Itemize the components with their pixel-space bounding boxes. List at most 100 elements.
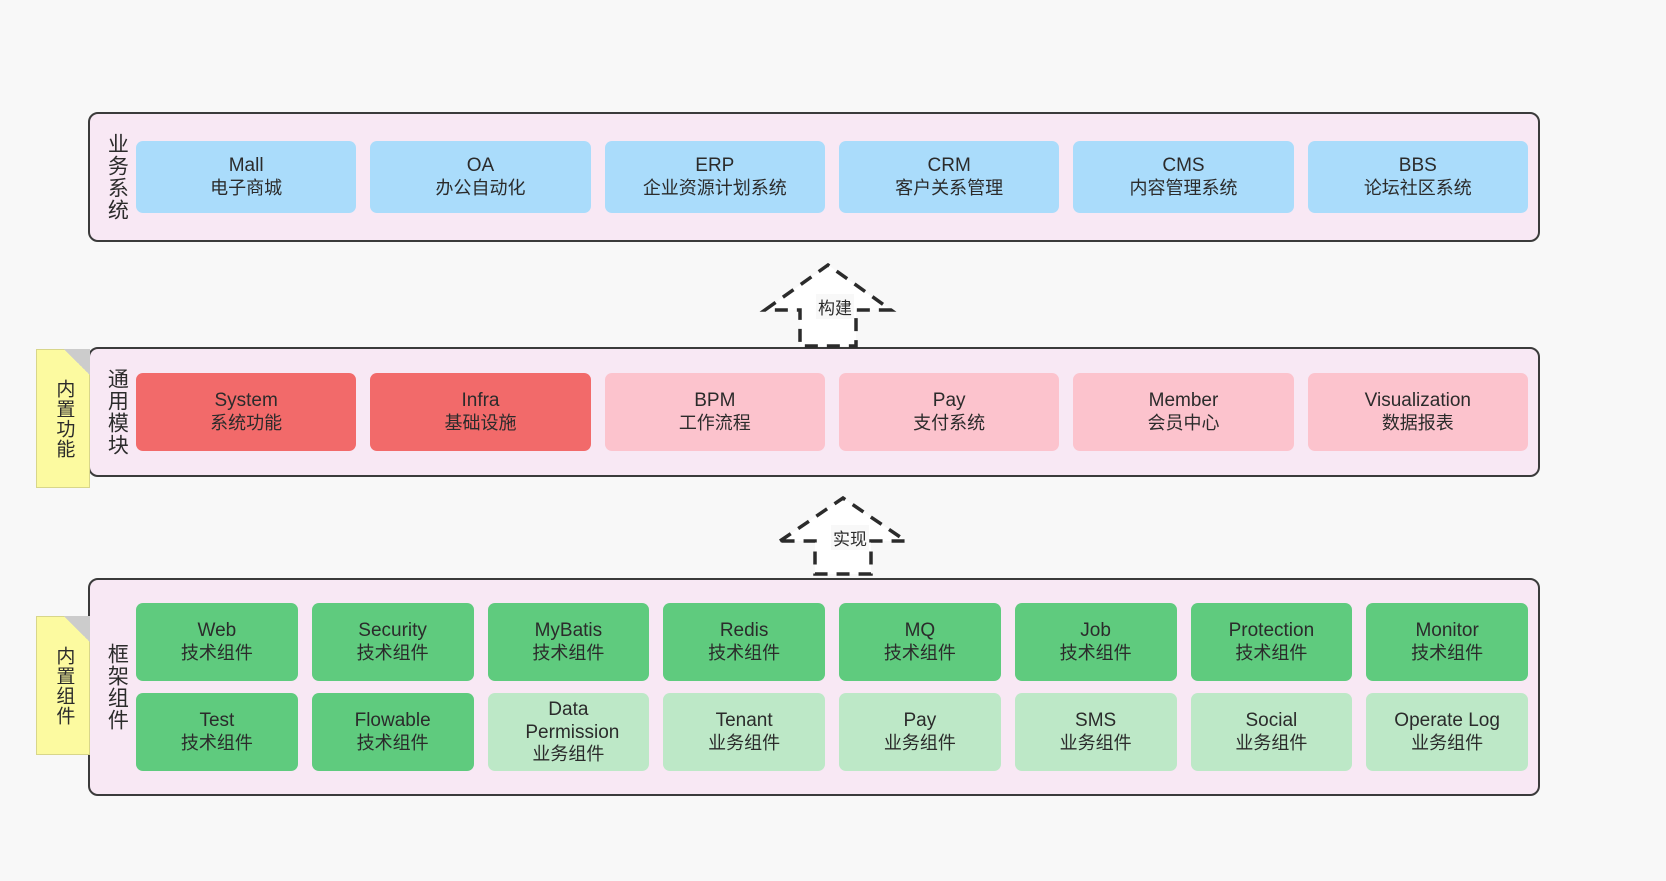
card-mall[interactable]: Mall 电子商城 — [136, 141, 357, 213]
card-oa[interactable]: OA 办公自动化 — [370, 141, 591, 213]
card-member-en: Member — [1148, 390, 1219, 412]
card-oa-cn: 办公自动化 — [435, 177, 526, 198]
card-sms[interactable]: SMS 业务组件 — [1014, 693, 1177, 771]
connector-implement-label: 实现 — [831, 525, 869, 550]
card-web[interactable]: Web 技术组件 — [136, 603, 298, 681]
layer-common-module-label: 通用模块 — [105, 368, 129, 456]
framework-component-cards: Web 技术组件 Security 技术组件 MyBatis 技术组件 Redi… — [136, 588, 1528, 786]
card-social-cn: 业务组件 — [1235, 732, 1308, 753]
card-erp-en: ERP — [695, 155, 735, 177]
card-test[interactable]: Test 技术组件 — [136, 693, 298, 771]
card-redis[interactable]: Redis 技术组件 — [663, 603, 825, 681]
layer-business-system[interactable]: 业务系统 Mall 电子商城 OA 办公自动化 ERP 企业资源计划系统 CRM… — [88, 112, 1540, 242]
layer-framework-component-label: 框架组件 — [105, 643, 129, 731]
card-security-cn: 技术组件 — [356, 642, 429, 663]
card-tenant-cn: 业务组件 — [708, 732, 781, 753]
card-social[interactable]: Social 业务组件 — [1190, 693, 1353, 771]
card-monitor-cn: 技术组件 — [1411, 642, 1484, 663]
connector-implement: 实现 — [774, 495, 925, 576]
card-flowable-en: Flowable — [354, 710, 431, 732]
card-tenant[interactable]: Tenant 业务组件 — [663, 693, 825, 771]
card-bpm-cn: 工作流程 — [678, 412, 751, 433]
card-operate-log[interactable]: Operate Log 业务组件 — [1366, 693, 1528, 771]
card-bpm-en: BPM — [694, 390, 736, 412]
card-job-en: Job — [1080, 620, 1111, 642]
card-erp-cn: 企业资源计划系统 — [642, 177, 787, 198]
note-builtin-features[interactable]: 内置功能 — [36, 349, 90, 488]
card-mq[interactable]: MQ 技术组件 — [839, 603, 1001, 681]
card-pay-module-cn: 支付系统 — [913, 412, 986, 433]
card-redis-cn: 技术组件 — [708, 642, 781, 663]
note-builtin-features-text: 内置功能 — [53, 378, 75, 459]
card-protection[interactable]: Protection 技术组件 — [1190, 603, 1353, 681]
card-member[interactable]: Member 会员中心 — [1073, 373, 1294, 451]
card-redis-en: Redis — [719, 620, 769, 642]
card-visualization-en: Visualization — [1364, 390, 1471, 412]
card-infra-cn: 基础设施 — [444, 412, 517, 433]
layer-framework-component[interactable]: 框架组件 Web 技术组件 Security 技术组件 MyBatis 技术组件… — [88, 578, 1540, 796]
card-erp[interactable]: ERP 企业资源计划系统 — [604, 141, 825, 213]
card-web-cn: 技术组件 — [180, 642, 253, 663]
card-visualization-cn: 数据报表 — [1381, 412, 1454, 433]
card-oa-en: OA — [466, 155, 495, 177]
card-crm-cn: 客户关系管理 — [895, 177, 1004, 198]
card-cms-cn: 内容管理系统 — [1129, 177, 1238, 198]
card-job[interactable]: Job 技术组件 — [1014, 603, 1177, 681]
card-pay-module[interactable]: Pay 支付系统 — [838, 373, 1060, 451]
card-security-en: Security — [358, 620, 427, 642]
card-operate-log-cn: 业务组件 — [1411, 732, 1484, 753]
card-system-en: System — [214, 390, 278, 412]
card-mq-en: MQ — [904, 620, 936, 642]
layer-business-system-label: 业务系统 — [105, 133, 129, 221]
card-cms[interactable]: CMS 内容管理系统 — [1073, 141, 1294, 213]
card-social-en: Social — [1245, 710, 1298, 732]
card-pay-component[interactable]: Pay 业务组件 — [839, 693, 1001, 771]
layer-common-module[interactable]: 通用模块 System 系统功能 Infra 基础设施 BPM 工作流程 Pay… — [88, 347, 1540, 477]
card-test-en: Test — [199, 710, 235, 732]
card-system-cn: 系统功能 — [210, 412, 283, 433]
card-infra[interactable]: Infra 基础设施 — [370, 373, 591, 451]
card-mybatis-en: MyBatis — [534, 620, 603, 642]
common-module-cards: System 系统功能 Infra 基础设施 BPM 工作流程 Pay 支付系统… — [136, 357, 1528, 467]
card-bpm[interactable]: BPM 工作流程 — [604, 373, 825, 451]
card-mybatis[interactable]: MyBatis 技术组件 — [487, 603, 650, 681]
card-sms-en: SMS — [1075, 710, 1117, 732]
card-infra-en: Infra — [461, 390, 500, 412]
card-member-cn: 会员中心 — [1147, 412, 1220, 433]
note-builtin-components-text: 内置组件 — [53, 645, 75, 726]
card-bbs-cn: 论坛社区系统 — [1363, 177, 1472, 198]
card-cms-en: CMS — [1162, 155, 1205, 177]
connector-build: 构建 — [759, 262, 910, 348]
card-security[interactable]: Security 技术组件 — [311, 603, 474, 681]
card-operate-log-en: Operate Log — [1394, 710, 1500, 732]
card-web-en: Web — [197, 620, 237, 642]
note-builtin-components[interactable]: 内置组件 — [36, 616, 90, 755]
card-mybatis-cn: 技术组件 — [532, 642, 605, 663]
card-sms-cn: 业务组件 — [1059, 732, 1132, 753]
business-system-cards: Mall 电子商城 OA 办公自动化 ERP 企业资源计划系统 CRM 客户关系… — [136, 122, 1528, 232]
card-pay-component-cn: 业务组件 — [883, 732, 956, 753]
card-crm-en: CRM — [927, 155, 971, 177]
card-mq-cn: 技术组件 — [883, 642, 956, 663]
card-tenant-en: Tenant — [715, 710, 773, 732]
card-monitor-en: Monitor — [1415, 620, 1479, 642]
card-pay-component-en: Pay — [903, 710, 937, 732]
card-flowable[interactable]: Flowable 技术组件 — [311, 693, 474, 771]
card-flowable-cn: 技术组件 — [356, 732, 429, 753]
card-crm[interactable]: CRM 客户关系管理 — [838, 141, 1060, 213]
card-data-permission-cn: 业务组件 — [532, 744, 605, 765]
card-mall-cn: 电子商城 — [210, 177, 283, 198]
card-monitor[interactable]: Monitor 技术组件 — [1366, 603, 1528, 681]
card-protection-en: Protection — [1228, 620, 1315, 642]
card-test-cn: 技术组件 — [180, 732, 253, 753]
card-bbs[interactable]: BBS 论坛社区系统 — [1307, 141, 1528, 213]
card-visualization[interactable]: Visualization 数据报表 — [1307, 373, 1528, 451]
card-job-cn: 技术组件 — [1059, 642, 1132, 663]
card-pay-module-en: Pay — [932, 390, 966, 412]
card-system[interactable]: System 系统功能 — [136, 373, 357, 451]
card-data-permission-en: Data Permission — [525, 698, 620, 744]
card-mall-en: Mall — [228, 155, 264, 177]
card-data-permission[interactable]: Data Permission 业务组件 — [487, 693, 650, 771]
connector-build-label: 构建 — [816, 294, 854, 319]
